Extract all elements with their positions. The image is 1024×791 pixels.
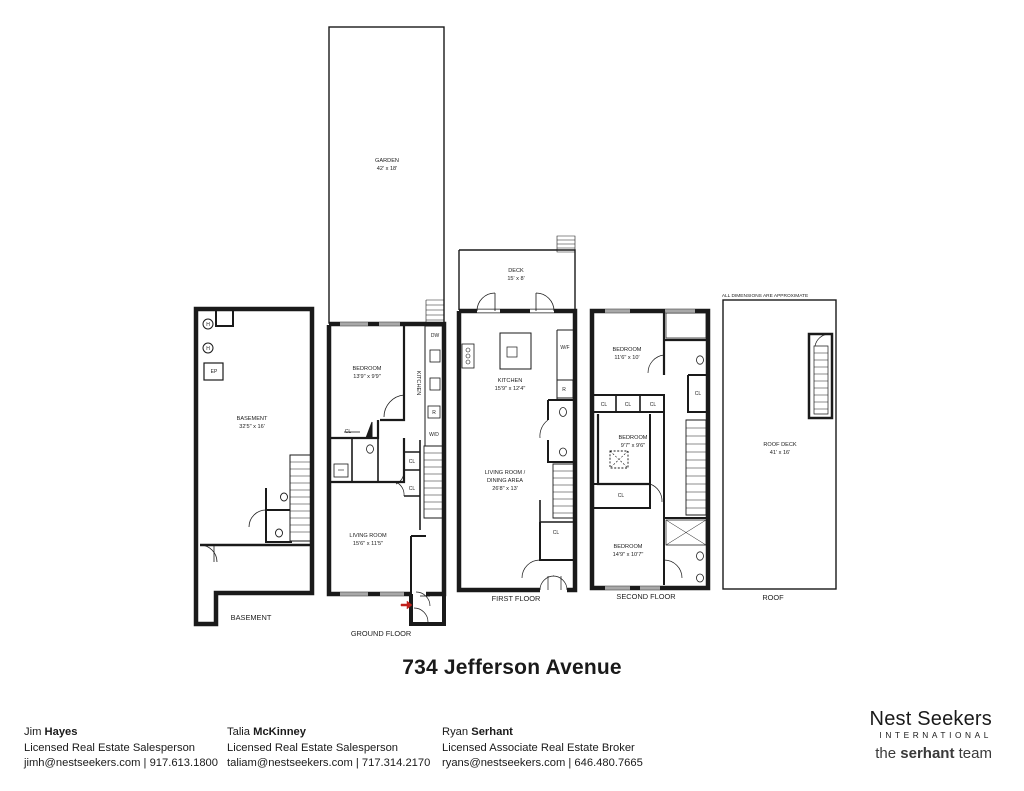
fixture-h-2: H	[206, 346, 210, 352]
room-ground-bedroom-name: BEDROOM	[353, 366, 382, 372]
fixture-ep: EP	[211, 369, 218, 375]
second-floor-plan	[589, 308, 711, 591]
fixture-r-first: R	[562, 387, 566, 393]
floor-label-roof: ROOF	[762, 593, 784, 602]
basement-plan	[193, 306, 315, 627]
room-roof-deck-dim: 41' x 16'	[770, 450, 791, 456]
agent-card-mckinney: Talia McKinney Licensed Real Estate Sale…	[227, 725, 430, 772]
room-first-kitchen-name: KITCHEN	[498, 378, 523, 384]
dimensions-note: ALL DIMENSIONS ARE APPROXIMATE	[722, 293, 808, 299]
room-first-living-line1: LIVING ROOM /	[485, 470, 526, 476]
agent-contact: jimh@nestseekers.com | 917.613.1800	[24, 757, 218, 769]
team-name: the serhant team	[875, 745, 992, 762]
room-garden-dim: 42' x 18'	[377, 166, 398, 172]
room-basement-name: BASEMENT	[237, 416, 268, 422]
fixture-wf: W/F	[560, 345, 569, 351]
floor-label-second: SECOND FLOOR	[616, 592, 675, 601]
closet-ground-3: CL	[409, 486, 416, 492]
brand-logo: Nest Seekers INTERNATIONAL the serhant t…	[870, 708, 992, 762]
closet-ground-2: CL	[409, 459, 416, 465]
property-address: 734 Jefferson Avenue	[402, 656, 622, 679]
agent-title: Licensed Real Estate Salesperson	[227, 741, 399, 754]
floor-plan: ALL DIMENSIONS ARE APPROXIMATE BASEMENT …	[193, 26, 837, 638]
closet-second-3: CL	[650, 402, 657, 408]
room-ground-bedroom-dim: 13'9" x 9'9"	[353, 374, 381, 380]
agent-card-serhant: Ryan Serhant Licensed Associate Real Est…	[442, 725, 643, 772]
closet-second-4: CL	[695, 391, 702, 397]
room-ground-living-dim: 15'6" x 11'5"	[353, 541, 383, 547]
agent-card-hayes: Jim Hayes Licensed Real Estate Salespers…	[24, 725, 218, 772]
closet-second-2: CL	[625, 402, 632, 408]
floor-label-first: FIRST FLOOR	[492, 594, 541, 603]
agent-contact: ryans@nestseekers.com | 646.480.7665	[442, 757, 643, 769]
ground-floor-plan	[326, 26, 447, 626]
first-floor-plan	[456, 235, 578, 593]
fixture-wd: W/D	[429, 432, 439, 438]
roof-plan	[722, 299, 837, 590]
floor-label-ground: GROUND FLOOR	[351, 629, 411, 638]
room-first-living-dim: 26'8" x 13'	[492, 486, 518, 492]
room-bed-c-name: BEDROOM	[614, 544, 643, 550]
closet-ground-1: CL	[345, 429, 352, 435]
room-bed-c-dim: 14'9" x 10'7"	[613, 552, 644, 558]
room-first-living-line2: DINING AREA	[487, 478, 523, 484]
fixture-r-ground: R	[432, 410, 436, 416]
fixture-h-1: H	[206, 322, 210, 328]
brand-name: Nest Seekers	[869, 708, 992, 730]
closet-second-1: CL	[601, 402, 608, 408]
room-roof-deck-name: ROOF DECK	[763, 442, 797, 448]
room-basement-dim: 32'5" x 16'	[239, 424, 265, 430]
agent-contact: taliam@nestseekers.com | 717.314.2170	[227, 757, 431, 769]
room-bed-b-name: BEDROOM	[619, 435, 648, 441]
room-ground-kitchen-name: KITCHEN	[415, 371, 421, 396]
floor-label-basement: BASEMENT	[231, 613, 272, 622]
agent-title: Licensed Associate Real Estate Broker	[442, 741, 635, 754]
closet-first: CL	[553, 530, 560, 536]
room-garden-name: GARDEN	[375, 158, 399, 164]
room-ground-living-name: LIVING ROOM	[349, 533, 387, 539]
room-deck-dim: 15' x 8'	[507, 276, 524, 282]
room-bed-a-dim: 11'6" x 10'	[614, 355, 639, 361]
agent-title: Licensed Real Estate Salesperson	[24, 741, 196, 754]
agent-name: Talia McKinney	[227, 726, 306, 738]
brand-subtitle: INTERNATIONAL	[879, 730, 992, 740]
fixture-dw: DW	[431, 333, 440, 339]
room-bed-b-dim: 9'7" x 9'6"	[621, 443, 645, 449]
entry-arrow-icon	[400, 600, 413, 610]
agent-name: Jim Hayes	[24, 726, 78, 738]
room-bed-a-name: BEDROOM	[613, 347, 642, 353]
agent-name: Ryan Serhant	[442, 726, 513, 738]
room-first-kitchen-dim: 15'9" x 12'4"	[495, 386, 526, 392]
closet-second-5: CL	[618, 493, 625, 499]
room-deck-name: DECK	[508, 268, 524, 274]
